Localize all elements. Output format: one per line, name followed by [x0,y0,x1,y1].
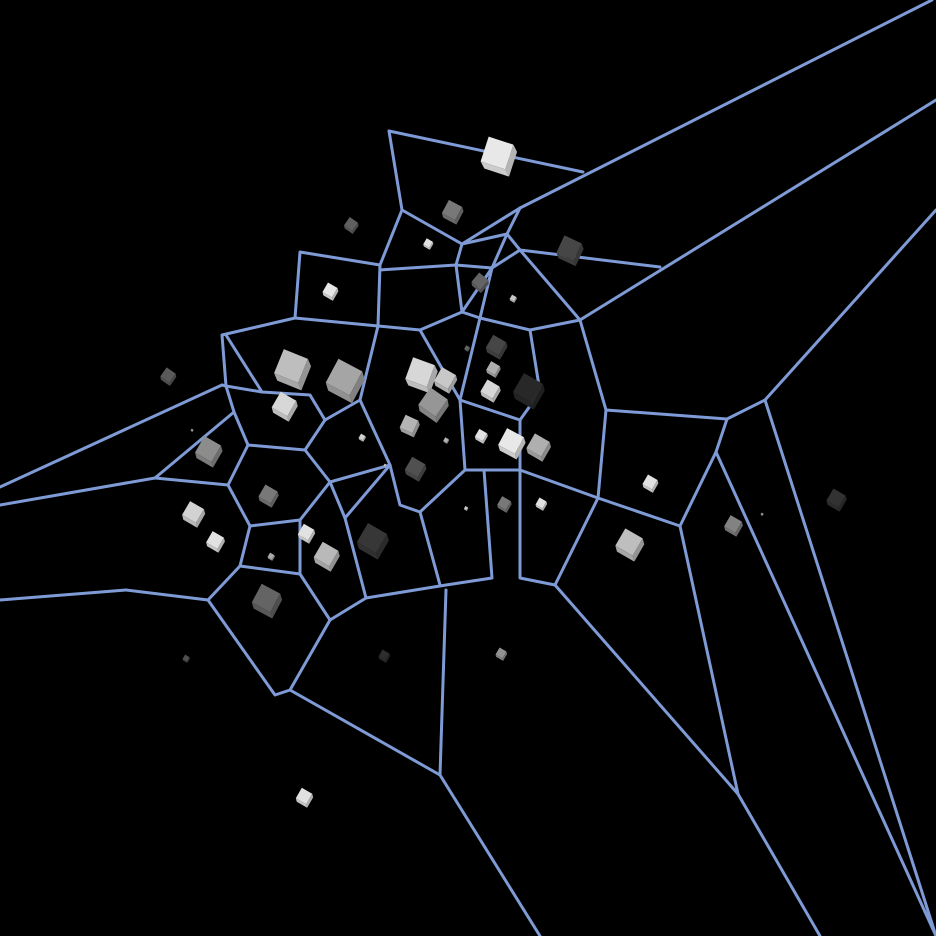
voronoi-edge [206,598,332,697]
cube [471,272,489,294]
cube [497,496,512,513]
cube [423,238,434,250]
cube [556,235,584,267]
cube [642,474,659,493]
cube [443,437,450,444]
voronoi-edge [238,564,368,622]
cube [383,463,387,467]
cube [378,649,391,663]
voronoi-edge [596,408,729,528]
cube [463,505,469,511]
cube [271,391,298,422]
cube [474,428,488,444]
cube [404,456,427,482]
cube [182,654,190,663]
voronoi-edge [458,398,522,422]
voronoi-edge [438,773,542,936]
voronoi-edge [124,524,252,602]
cube [512,372,545,410]
cube [313,541,340,572]
voronoi-edge [224,333,327,422]
voronoi-edge [220,316,297,394]
voronoi-edge [0,383,224,489]
cube [480,136,518,177]
cube [297,523,316,544]
voronoi-edge [0,476,157,507]
cube [358,433,366,442]
voronoi-edge [376,263,464,332]
cube [182,501,206,528]
cube [509,294,517,303]
voronoi-edge [0,588,128,602]
cube [322,282,339,301]
voronoi-edge [763,398,936,936]
voronoi-edge [388,463,467,514]
cube [498,428,526,460]
cube [251,583,283,619]
cube [486,361,501,378]
cube [441,199,464,225]
cube [480,379,501,403]
cube [356,522,389,560]
voronoi-edge [153,410,250,487]
cube [464,345,471,352]
cube [325,358,365,404]
voronoi-edge [460,310,482,320]
cube [195,436,223,468]
cube [160,367,177,387]
cube [274,349,312,391]
cube [535,497,548,511]
voronoi-edge [328,480,448,600]
cube-field [160,136,847,808]
cube [344,217,359,235]
voronoi-edge [518,0,934,210]
voronoi-edge [288,588,448,777]
cube [190,428,194,432]
voronoi-edge [444,468,494,587]
voronoi-edge [578,98,936,322]
cube [267,552,275,561]
voronoi-edge [714,450,936,936]
cube [526,433,551,462]
cube [434,367,458,394]
voronoi-edge [553,583,740,796]
cube [826,488,847,512]
cube [418,387,449,424]
voronoi-edge [418,510,442,587]
cube [495,647,508,661]
cube [405,357,438,394]
voronoi-edge [460,266,494,314]
voronoi-edge [293,250,382,320]
cube [615,528,645,562]
cube [760,512,764,516]
voronoi-edge [478,248,582,332]
cube [258,484,279,508]
cube [485,334,508,360]
voronoi-edge [418,328,486,472]
cube [724,515,743,537]
voronoi-edge [343,463,392,520]
cube [399,414,420,438]
cube [295,787,314,808]
voronoi-edge [482,468,557,587]
voronoi-edge [153,383,236,480]
cube [206,531,225,553]
voronoi-edge [458,316,482,402]
